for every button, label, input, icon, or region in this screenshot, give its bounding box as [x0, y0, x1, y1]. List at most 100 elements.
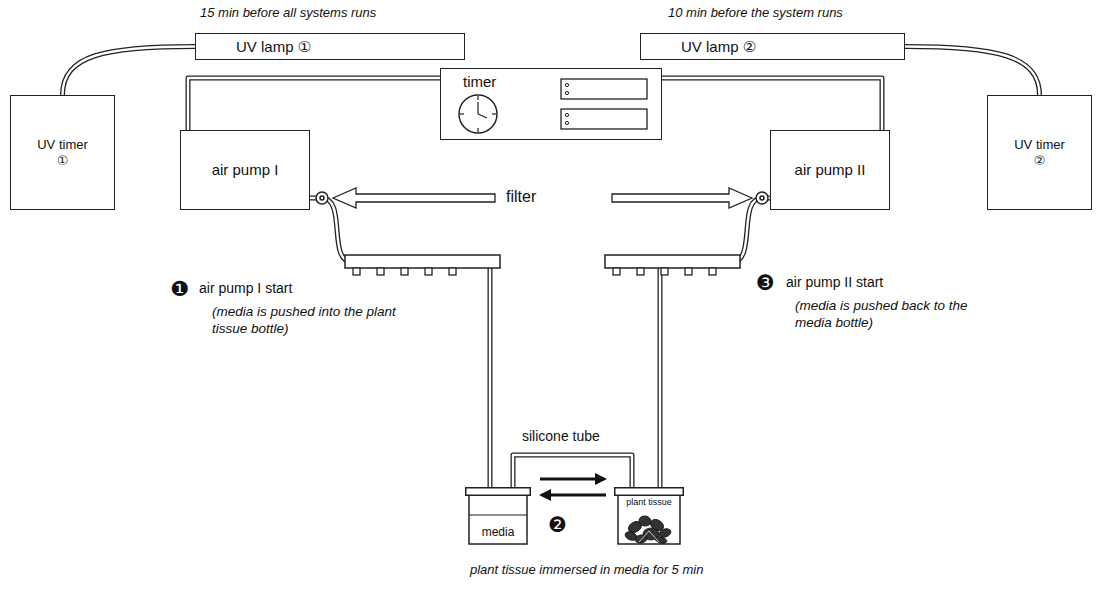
manifold-port	[353, 268, 716, 275]
filter-arrow	[612, 188, 752, 208]
plant-illustration	[624, 515, 672, 544]
tube-wall	[63, 47, 196, 96]
tube-connector	[188, 78, 440, 130]
tube-connector	[660, 198, 770, 487]
switch-panel	[561, 109, 647, 129]
tube-wall	[513, 455, 632, 487]
tube-connector	[310, 198, 490, 487]
callout-number: ❶	[170, 276, 189, 302]
filter-symbol	[316, 192, 768, 204]
node-text: timer	[463, 73, 496, 91]
clock-dial	[459, 95, 497, 133]
note-label: (media is pushed back to the media bottl…	[795, 298, 1000, 332]
node-text: air pump II	[795, 161, 866, 179]
air-manifold	[605, 255, 740, 268]
note-label: 10 min before the system runs	[668, 5, 843, 21]
uv-timer: UV timer ①	[10, 95, 115, 210]
bottle-body	[469, 495, 527, 544]
tube-wall	[662, 78, 882, 130]
flow-arrow	[542, 494, 606, 497]
bottle-cap	[466, 488, 531, 496]
tube-connector	[63, 47, 196, 96]
plant-leaf	[634, 534, 647, 544]
filter-symbol	[316, 192, 328, 204]
callout-number: ❷	[548, 512, 567, 538]
switch-dot	[565, 121, 568, 124]
tube-bore	[310, 198, 490, 487]
plant-stem	[639, 531, 659, 542]
uv-timer: UV timer ②	[987, 95, 1092, 210]
flow-arrow	[540, 478, 604, 481]
tube-bore	[905, 47, 1040, 96]
tube-wall	[188, 78, 440, 130]
node-text: UV timer ①	[32, 137, 94, 168]
flow-arrow	[540, 479, 606, 495]
node-text: UV timer ②	[1009, 137, 1071, 168]
filter-symbol	[320, 196, 324, 200]
clock-hand	[477, 102, 478, 114]
bottle-outline	[614, 487, 684, 545]
manifold-port	[613, 268, 620, 275]
manifold-port	[449, 268, 456, 275]
filter-symbol	[760, 196, 764, 200]
timer-box: timer	[440, 68, 662, 140]
tube-wall	[310, 198, 490, 487]
node-text: UV lamp ①	[236, 38, 311, 56]
manifold-port	[661, 268, 668, 275]
note-label: plant tissue immersed in media for 5 min	[470, 562, 703, 578]
note-label: filter	[506, 187, 536, 207]
tube-connector	[513, 455, 632, 487]
note-label: air pump II start	[786, 274, 883, 292]
air-manifold	[345, 255, 500, 268]
note-label: (media is pushed into the plant tissue b…	[212, 304, 412, 338]
air-manifold	[345, 255, 740, 268]
node-text: UV lamp ②	[681, 38, 756, 56]
clock-tick	[477, 96, 478, 100]
bottle-body	[618, 495, 680, 544]
tube-bore	[662, 78, 882, 130]
tube-connector	[662, 78, 882, 130]
note-label: silicone tube	[522, 428, 600, 446]
filter-arrow	[333, 188, 752, 208]
tube-connector	[905, 47, 1040, 96]
manifold-port	[685, 268, 692, 275]
uv-lamp: UV lamp ②	[640, 33, 905, 60]
clock-tick	[477, 128, 478, 132]
air-pump: air pump II	[770, 130, 890, 210]
tube-bore	[513, 455, 632, 487]
tube-wall	[660, 198, 770, 487]
media-bottle: media	[465, 487, 531, 545]
bottle-cap	[615, 488, 684, 496]
note-label: air pump I start	[199, 280, 292, 298]
uv-lamp: UV lamp ①	[195, 33, 465, 60]
callout-number: ❸	[756, 270, 775, 296]
clock-tick	[492, 113, 496, 114]
manifold-port	[377, 268, 384, 275]
tube-wall	[905, 47, 1040, 96]
clock-tick	[460, 113, 464, 114]
switch-panel	[561, 79, 647, 99]
tube-bore	[188, 78, 440, 130]
filter-arrow	[333, 188, 495, 208]
note-label: 15 min before all systems runs	[200, 5, 376, 21]
clock-hand	[478, 114, 487, 118]
node-text: plant tissue	[625, 497, 673, 508]
media-level	[469, 514, 527, 515]
plant-tissue-bottle: plant tissue	[614, 487, 684, 545]
plant-leaf	[638, 515, 652, 527]
manifold-port	[637, 268, 644, 275]
air-pump: air pump I	[180, 130, 310, 210]
node-text: media	[482, 525, 515, 539]
node-text: air pump I	[212, 161, 279, 179]
switch-dot	[565, 91, 568, 94]
tube-bore	[660, 198, 770, 487]
manifold-port	[709, 268, 716, 275]
switch-dot	[565, 83, 568, 86]
plant-leaf	[654, 536, 667, 545]
manifold-port	[425, 268, 432, 275]
manifold-port	[353, 268, 360, 275]
filter-symbol	[756, 192, 768, 204]
manifold-port	[401, 268, 408, 275]
tube-bore	[63, 47, 196, 96]
